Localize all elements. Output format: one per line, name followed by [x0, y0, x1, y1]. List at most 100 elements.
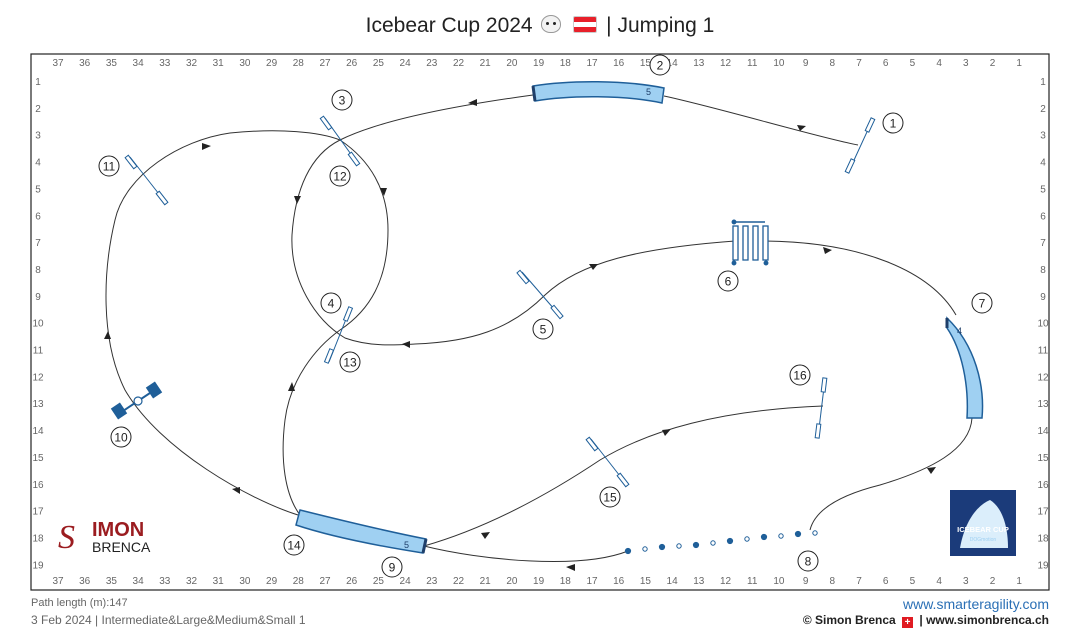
column-label: 36	[79, 58, 91, 69]
row-label: 13	[1037, 399, 1049, 410]
obstacle-number-15: 15	[599, 486, 621, 508]
column-label: 7	[856, 576, 862, 587]
path-length: Path length (m):147	[31, 597, 128, 609]
column-label: 3	[963, 576, 969, 587]
path-6-to-7	[764, 240, 957, 316]
column-label: 9	[803, 576, 809, 587]
column-label: 22	[453, 58, 465, 69]
column-label: 9	[803, 58, 809, 69]
simon-brenca-logo: S IMON BRENCA	[58, 519, 151, 556]
arrow-icon	[589, 264, 598, 270]
column-label: 31	[213, 58, 225, 69]
obstacle-number-text: 6	[725, 275, 732, 289]
column-label: 34	[133, 58, 145, 69]
column-label: 35	[106, 58, 118, 69]
row-label: 11	[1038, 346, 1049, 357]
row-label: 19	[1037, 560, 1049, 571]
obstacle-number-14: 14	[283, 534, 305, 556]
row-label: 3	[35, 131, 41, 142]
path-7-to-8	[809, 417, 973, 531]
column-label: 22	[453, 576, 465, 587]
column-label: 29	[266, 58, 278, 69]
path-3-to-4-loop	[282, 139, 389, 516]
obstacle-number-text: 14	[287, 539, 301, 553]
weave-pole	[710, 540, 716, 546]
row-label: 16	[32, 480, 44, 491]
jump-5	[516, 269, 564, 320]
column-label: 2	[990, 58, 996, 69]
jump-1	[844, 117, 876, 174]
obstacle-number-6: 6	[717, 270, 739, 292]
tunnel-9-label: 5	[404, 540, 409, 550]
column-label: 14	[667, 576, 679, 587]
column-label: 12	[720, 576, 732, 587]
row-label: 7	[1040, 238, 1046, 249]
logo-line2: BRENCA	[92, 539, 151, 555]
row-label: 8	[35, 265, 41, 276]
copyright: © Simon Brenca + | www.simonbrenca.ch	[803, 613, 1049, 628]
arrow-icon	[288, 382, 295, 391]
column-label: 24	[400, 576, 412, 587]
row-label: 2	[1040, 104, 1046, 115]
column-label: 11	[747, 58, 758, 69]
column-label: 5	[910, 58, 916, 69]
column-label: 1	[1016, 576, 1022, 587]
swiss-flag-icon: +	[902, 617, 914, 628]
column-label: 36	[79, 576, 91, 587]
column-label: 27	[319, 576, 331, 587]
row-label: 15	[32, 453, 44, 464]
obstacle-number-16: 16	[789, 364, 811, 386]
column-label: 5	[910, 576, 916, 587]
column-label: 6	[883, 58, 889, 69]
column-label: 10	[773, 58, 785, 69]
row-label: 8	[1040, 265, 1046, 276]
weave-pole	[676, 543, 682, 549]
course-path	[105, 94, 973, 562]
title-text: Icebear Cup 2024	[365, 14, 533, 37]
column-label: 4	[936, 58, 942, 69]
row-label: 16	[1037, 480, 1049, 491]
obstacle-number-11: 11	[98, 155, 120, 177]
column-label: 37	[52, 576, 64, 587]
obstacle-number-text: 1	[890, 117, 897, 131]
obstacle-number-9: 9	[381, 556, 403, 578]
tunnel-2-label: 5	[646, 87, 651, 97]
column-label: 33	[159, 576, 171, 587]
row-label: 2	[35, 104, 41, 115]
copyright-site[interactable]: | www.simonbrenca.ch	[919, 613, 1049, 627]
obstacle-number-text: 7	[979, 297, 986, 311]
column-label: 37	[52, 58, 64, 69]
website-link[interactable]: www.smarteragility.com	[903, 596, 1049, 612]
jump-3	[319, 115, 361, 167]
column-label: 24	[400, 58, 412, 69]
column-label: 6	[883, 576, 889, 587]
weave-8	[624, 530, 818, 555]
arrow-icon	[380, 188, 387, 196]
page-title: Icebear Cup 2024 | Jumping 1	[0, 14, 1080, 38]
obstacle-number-3: 3	[331, 89, 353, 111]
path-2-to-3	[291, 94, 534, 346]
obstacle-number-5: 5	[532, 318, 554, 340]
arrow-icon	[402, 341, 410, 348]
row-label: 9	[35, 292, 41, 303]
column-label: 13	[693, 58, 705, 69]
logo-initial: S	[58, 519, 75, 556]
row-label: 6	[1040, 211, 1046, 222]
obstacle-number-8: 8	[797, 550, 819, 572]
column-label: 15	[640, 576, 652, 587]
tunnel-7: 4	[945, 316, 984, 419]
tunnel-9: 5	[295, 509, 428, 554]
logo-line1: IMON	[92, 519, 144, 541]
column-label: 25	[373, 58, 385, 69]
field-border	[30, 53, 1050, 591]
column-label: 15	[640, 58, 652, 69]
path-9-to-10	[105, 130, 341, 516]
jump-11	[124, 154, 169, 206]
obstacle-number-1: 1	[882, 112, 904, 134]
column-label: 2	[990, 576, 996, 587]
column-label: 28	[293, 58, 305, 69]
row-label: 4	[1040, 158, 1046, 169]
row-label: 17	[32, 507, 44, 518]
